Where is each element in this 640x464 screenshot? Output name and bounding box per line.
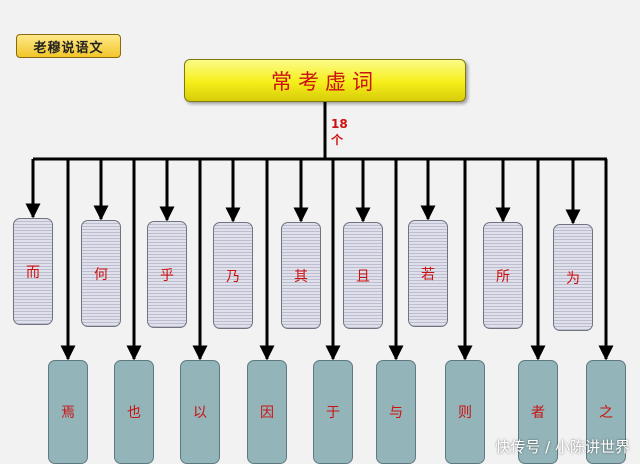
author-badge: 老穆说语文 (16, 34, 121, 58)
upper-word-node: 且 (343, 222, 383, 329)
lower-word-node: 于 (313, 360, 353, 464)
count-number: 18 (331, 117, 348, 131)
word-label: 所 (496, 268, 510, 285)
word-label: 焉 (61, 405, 75, 421)
lower-word-node: 焉 (48, 360, 88, 464)
word-label: 因 (260, 405, 274, 421)
word-label: 为 (566, 270, 580, 287)
title-node: 常考虚词 (184, 59, 466, 102)
word-label: 若 (421, 266, 435, 283)
upper-word-node: 乎 (147, 221, 187, 328)
upper-word-node: 何 (81, 220, 121, 327)
lower-word-node: 以 (180, 360, 220, 464)
lower-word-node: 也 (114, 360, 154, 464)
lower-word-node: 之 (586, 360, 626, 464)
count-label: 18 个 (331, 116, 361, 148)
upper-word-node: 若 (408, 220, 448, 327)
upper-word-node: 其 (281, 222, 321, 329)
word-label: 何 (94, 266, 108, 283)
upper-word-node: 乃 (213, 222, 253, 329)
word-label: 而 (26, 264, 40, 281)
upper-word-node: 所 (483, 222, 523, 329)
word-label: 乎 (160, 267, 174, 284)
word-label: 者 (531, 405, 545, 421)
lower-word-node: 则 (445, 360, 485, 464)
count-unit: 个 (331, 133, 344, 147)
word-label: 与 (389, 405, 403, 421)
title-text: 常考虚词 (271, 69, 379, 94)
watermark: 快传号 / 小陈讲世界 (495, 438, 630, 456)
word-label: 之 (599, 405, 613, 421)
word-label: 于 (326, 405, 340, 421)
word-label: 且 (356, 268, 370, 285)
lower-word-node: 者 (518, 360, 558, 464)
word-label: 乃 (226, 268, 240, 285)
upper-word-node: 而 (13, 218, 53, 325)
lower-word-node: 与 (376, 360, 416, 464)
lower-word-node: 因 (247, 360, 287, 464)
word-label: 则 (458, 405, 472, 421)
word-label: 其 (294, 268, 308, 285)
upper-word-node: 为 (553, 224, 593, 331)
word-label: 以 (193, 405, 207, 421)
word-label: 也 (127, 405, 141, 421)
